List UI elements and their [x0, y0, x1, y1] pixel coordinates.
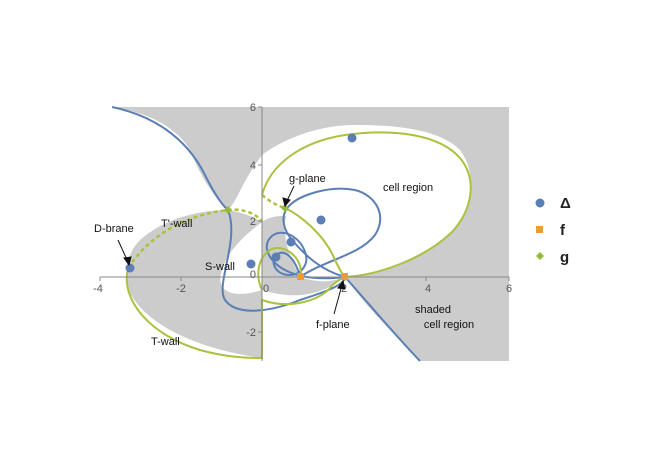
y-tick-label: 4 [250, 160, 256, 172]
label-g-plane: g-plane [289, 173, 326, 185]
label-d-brane: D-brane [94, 223, 134, 235]
legend: Δ f g [535, 195, 571, 266]
label-shaded-cell-region-line1: shaded [415, 304, 451, 316]
dashed-t-prime-wall [126, 208, 264, 269]
y-tick-label: 6 [250, 102, 256, 114]
legend-delta-label: Δ [560, 195, 571, 212]
legend-f-marker [536, 226, 543, 233]
delta-point [347, 133, 357, 143]
y-tick-label: 0 [250, 269, 256, 281]
x-tick-label: 6 [506, 283, 512, 295]
g-point [224, 206, 232, 214]
delta-curve-lower-right [344, 276, 421, 362]
label-f-plane: f-plane [316, 319, 350, 331]
shaded-region-upper-left [112, 107, 262, 210]
label-t-wall: T-wall [151, 336, 180, 348]
f-points [297, 273, 348, 280]
f-point [297, 273, 304, 280]
legend-g-label: g [560, 249, 569, 266]
label-t-prime-wall: T'-wall [161, 218, 192, 230]
delta-point [286, 237, 296, 247]
y-tick-label: -2 [246, 327, 256, 339]
y-tick-label: 2 [250, 216, 256, 228]
legend-f-label: f [560, 222, 566, 239]
legend-g-marker [536, 252, 544, 260]
delta-curves [111, 106, 421, 362]
label-shaded-cell-region-line2: cell region [424, 319, 474, 331]
shaded-region-lower [126, 210, 262, 358]
annotation-arrows [117, 185, 346, 315]
delta-curve-spiral [221, 209, 347, 312]
shaded-region-right [262, 107, 509, 361]
legend-delta-marker [535, 198, 545, 208]
delta-point [246, 259, 256, 269]
label-cell-region: cell region [383, 182, 433, 194]
x-tick-label: 0 [263, 283, 269, 295]
delta-point [316, 215, 326, 225]
x-tick-label: -4 [93, 283, 103, 295]
label-s-wall: S-wall [205, 261, 235, 273]
x-tick-label: -2 [176, 283, 186, 295]
delta-point [271, 252, 281, 262]
delta-curve-loop [282, 187, 382, 278]
x-tick-label: 4 [425, 283, 431, 295]
cell-region [262, 132, 471, 277]
delta-point [125, 263, 135, 273]
g-point [281, 204, 289, 212]
f-point [341, 273, 348, 280]
g-curve-cell-boundary [261, 131, 472, 278]
delta-points [125, 133, 357, 273]
delta-curve-upper-left [111, 106, 229, 211]
